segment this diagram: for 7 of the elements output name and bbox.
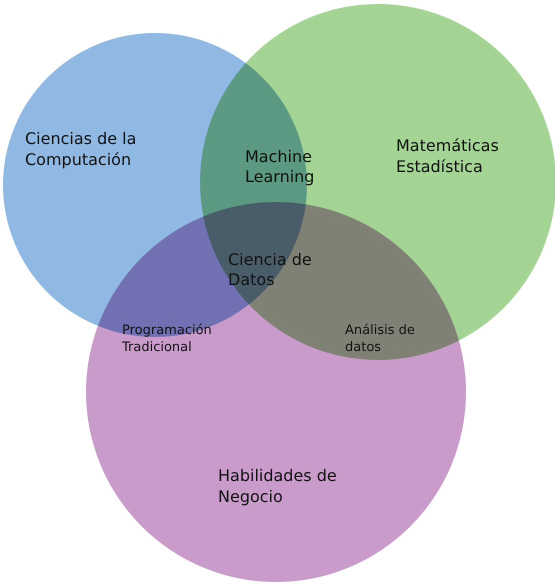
region-label: Machine Learning <box>245 147 316 187</box>
circle-label: Habilidades de Negocio <box>218 465 338 507</box>
region-label: Ciencia de Datos <box>228 250 313 290</box>
circle-label: Ciencias de la Computación <box>25 128 138 170</box>
circle-label: Matemáticas Estadística <box>396 135 500 177</box>
region-label: Programación Tradicional <box>122 322 213 356</box>
region-label: Análisis de datos <box>345 322 416 356</box>
